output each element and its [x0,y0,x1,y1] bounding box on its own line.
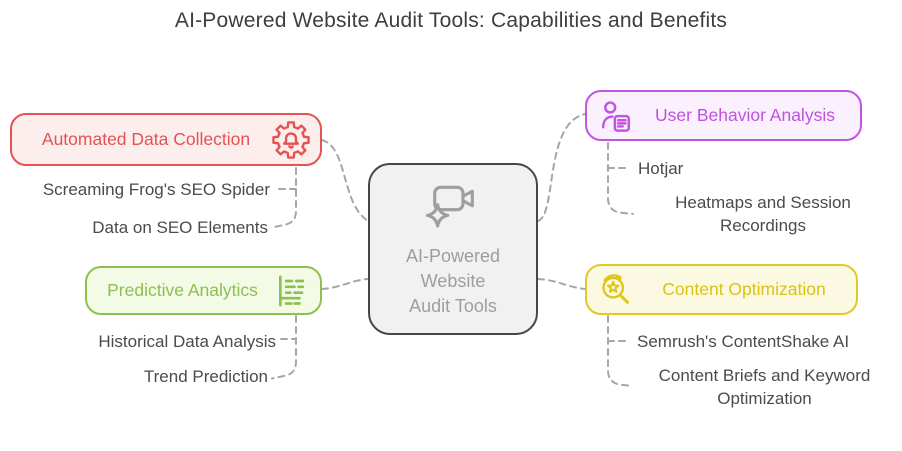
branch-content-optimization: Content Optimization [585,264,858,315]
leaf-screaming-frog-seo-spider: Screaming Frog's SEO Spider [42,180,270,199]
connector-purple-children-spine [607,142,634,215]
leaf-heatmaps-session-recordings: Heatmaps and Session Recordings [675,193,851,235]
connector-yellow-children-spine [607,315,634,387]
connector-center-to-purple [537,113,586,222]
branch-automated-data-collection: Automated Data Collection [10,113,322,166]
leaf-data-on-seo-elements: Data on SEO Elements [92,218,268,237]
user-form-icon [597,97,634,134]
branch-content-optimization-label: Content Optimization [662,279,826,299]
search-star-icon [597,271,634,308]
connector-green-children-spine [271,315,297,380]
connector-red-to-center [321,139,369,222]
branch-user-behavior-analysis-label: User Behavior Analysis [655,105,835,125]
diagram-title: AI-Powered Website Audit Tools: Capabili… [174,9,728,32]
center-node-label: AI-Powered Website Audit Tools [406,244,500,319]
center-label-line-2: Website [420,271,486,291]
center-node: AI-Powered Website Audit Tools [368,163,538,335]
leaf-hotjar: Hotjar [638,159,684,178]
gear-bell-icon [272,120,310,159]
center-label-line-3: Audit Tools [409,296,497,316]
connector-red-children-spine [271,167,297,229]
connector-center-to-yellow [537,278,586,290]
branch-predictive-analytics-label: Predictive Analytics [107,280,258,300]
branch-automated-data-collection-label: Automated Data Collection [41,129,251,149]
connector-green-to-center [321,278,369,290]
branch-predictive-analytics: Predictive Analytics [85,266,322,315]
dashed-chart-icon [272,271,312,311]
leaf-semrush-contentshake-ai: Semrush's ContentShake AI [637,332,850,351]
leaf-historical-data-analysis: Historical Data Analysis [98,332,276,351]
leaf-content-briefs-keyword-optimization: Content Briefs and Keyword Optimization [658,366,871,408]
branch-user-behavior-analysis: User Behavior Analysis [585,90,862,141]
ai-video-camera-icon [422,179,484,238]
center-label-line-1: AI-Powered [405,246,501,266]
leaf-trend-prediction: Trend Prediction [143,367,268,386]
